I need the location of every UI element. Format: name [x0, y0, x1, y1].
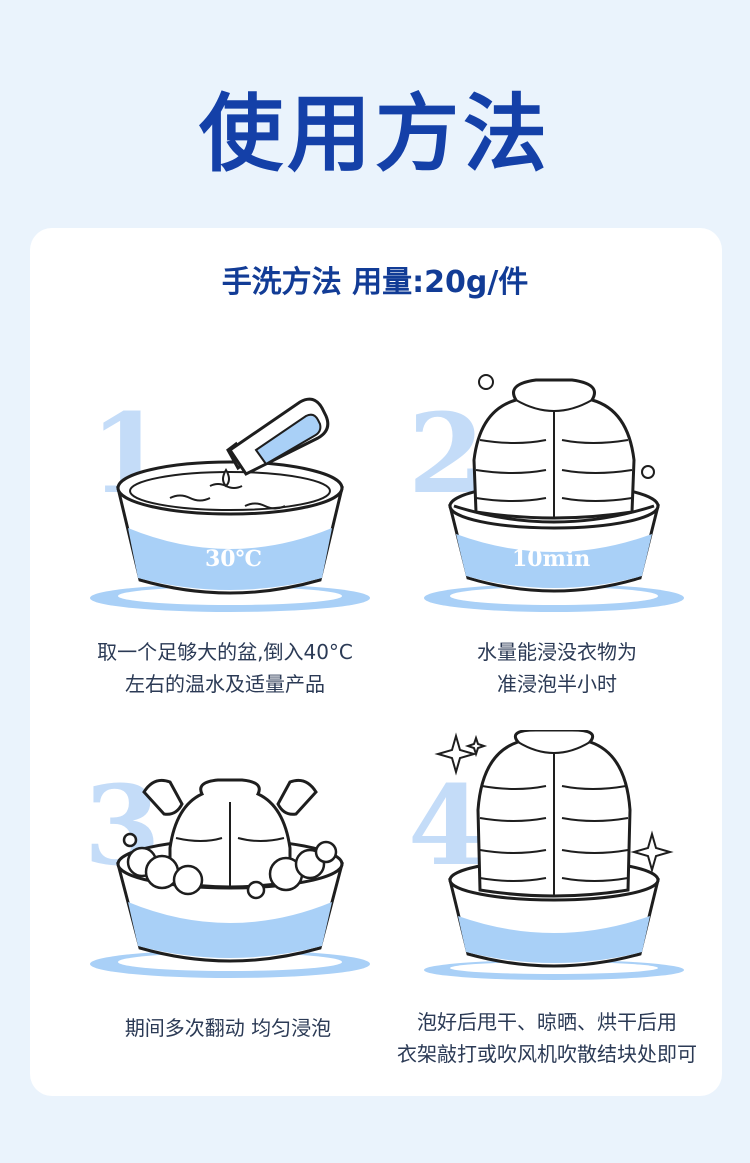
caption-line: 左右的温水及适量产品 [125, 672, 325, 696]
sparkle-icon [434, 732, 674, 874]
water-basin-icon [116, 460, 344, 595]
step-4-caption: 泡好后甩干、晾晒、烘干后用 衣架敲打或吹风机吹散结块处即可 [372, 1006, 722, 1070]
step-3-illustration: 3 [70, 752, 390, 1002]
jacket-icon [476, 730, 632, 898]
caption-line: 期间多次翻动 均匀浸泡 [124, 1016, 332, 1040]
foam-icon [122, 832, 338, 900]
usage-subtitle: 手洗方法 用量:20g/件 [221, 265, 529, 300]
duration-badge: 10min [512, 546, 590, 572]
step-2-caption: 水量能浸没衣物为 准浸泡半小时 [387, 636, 727, 700]
step-2-illustration: 2 10min [396, 370, 716, 620]
step-1-illustration: 1 30℃ [70, 370, 390, 620]
bottle-pour-icon [222, 397, 330, 488]
temperature-badge: 30℃ [205, 546, 262, 572]
caption-line: 衣架敲打或吹风机吹散结块处即可 [397, 1042, 697, 1066]
caption-line: 准浸泡半小时 [497, 672, 617, 696]
page-title: 使用方法 [198, 85, 551, 183]
step-3-caption: 期间多次翻动 均匀浸泡 [58, 1012, 398, 1044]
caption-line: 取一个足够大的盆,倒入40°C [97, 640, 353, 664]
jacket-icon [168, 778, 292, 889]
jacket-icon [472, 378, 636, 520]
step-1-caption: 取一个足够大的盆,倒入40°C 左右的温水及适量产品 [55, 636, 395, 700]
hands-icon [142, 778, 318, 816]
step-4-illustration: 4 [396, 730, 716, 980]
caption-line: 水量能浸没衣物为 [477, 640, 637, 664]
caption-line: 泡好后甩干、晾晒、烘干后用 [417, 1010, 677, 1034]
